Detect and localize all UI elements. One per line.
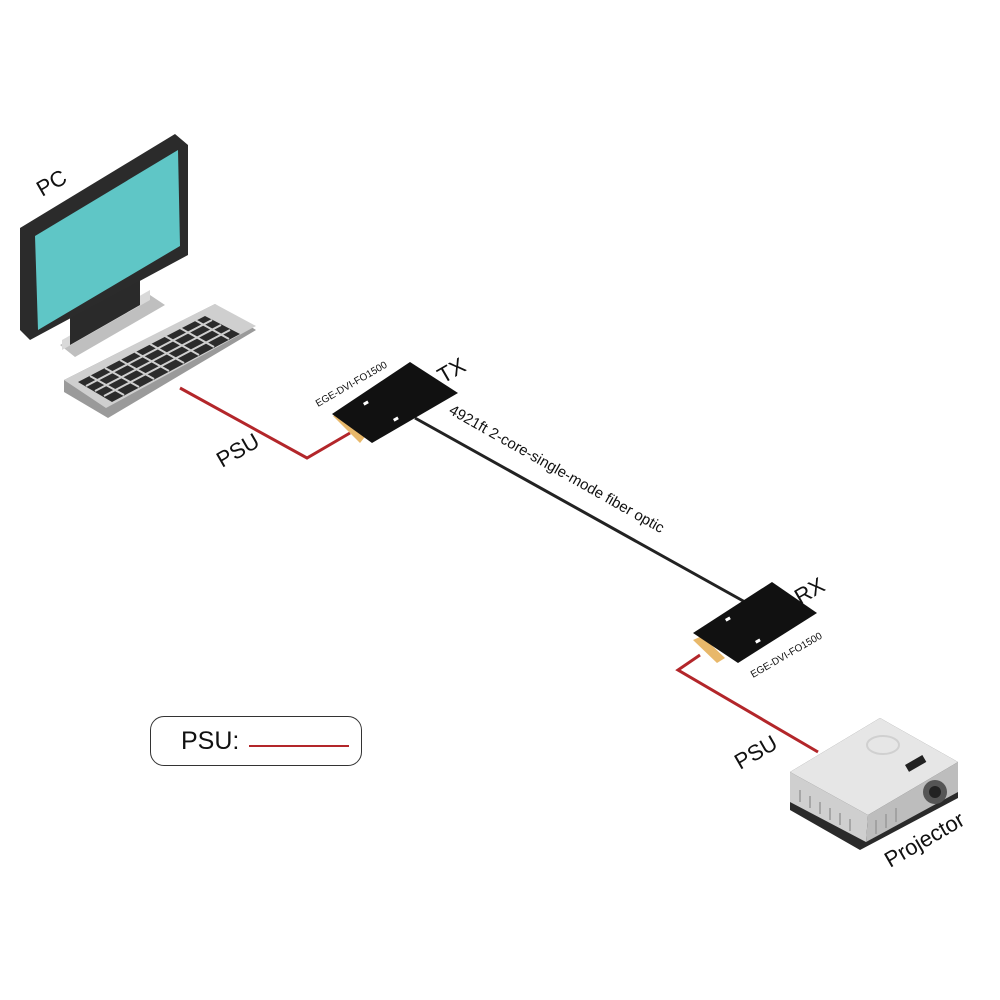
pc-icon — [20, 134, 256, 418]
psu-label-left: PSU — [212, 428, 264, 472]
tx-device — [332, 362, 458, 443]
legend-psu-line — [249, 745, 350, 747]
psu-label-right: PSU — [730, 730, 782, 774]
fiber-label: 4921ft 2-core-single-mode fiber optic — [446, 402, 667, 537]
pc-label: PC — [32, 164, 71, 201]
psu-cable-rx — [675, 653, 819, 754]
legend: PSU: — [150, 716, 362, 766]
rx-device — [693, 582, 817, 663]
fiber-cable — [414, 416, 746, 604]
psu-cable-tx — [179, 386, 351, 460]
projector-icon — [790, 718, 958, 850]
legend-psu-label: PSU: — [181, 726, 240, 755]
